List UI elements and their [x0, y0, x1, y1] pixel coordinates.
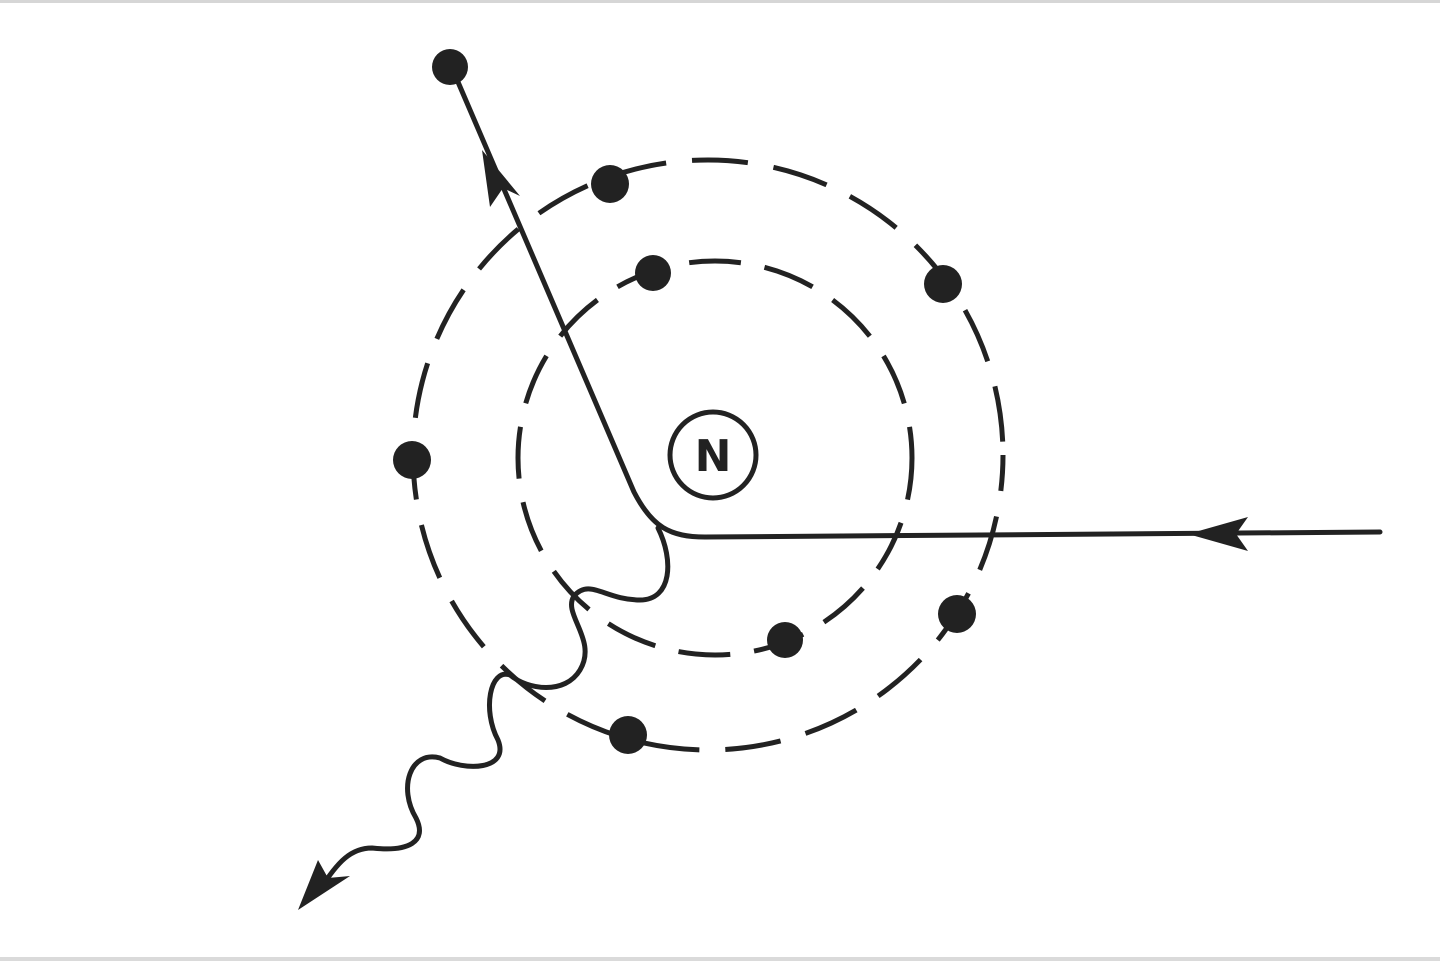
emitted-photon-path — [315, 525, 671, 896]
scattered-electron — [432, 49, 468, 85]
nucleus-label: N — [695, 431, 732, 482]
deflected-electron-path — [449, 65, 708, 540]
nucleus: N — [667, 409, 759, 501]
outer-shell-electron — [924, 265, 962, 303]
outer-shell-electron — [591, 165, 629, 203]
outer-shell-electron — [393, 441, 431, 479]
electrons — [393, 165, 976, 754]
outer-shell-electron — [609, 716, 647, 754]
nucleus-circle — [667, 409, 759, 501]
inner-shell-electron — [635, 255, 671, 291]
electron-trajectory — [432, 49, 1383, 551]
incident-arrowhead — [1188, 517, 1248, 551]
incident-electron-path — [702, 529, 1383, 540]
outer-shell-electron — [938, 595, 976, 633]
inner-shell — [515, 258, 915, 658]
inner-shell-electron — [767, 622, 803, 658]
deflected-arrowhead — [482, 150, 520, 207]
photon-arrowhead — [298, 860, 350, 910]
emitted-photon — [298, 525, 671, 910]
